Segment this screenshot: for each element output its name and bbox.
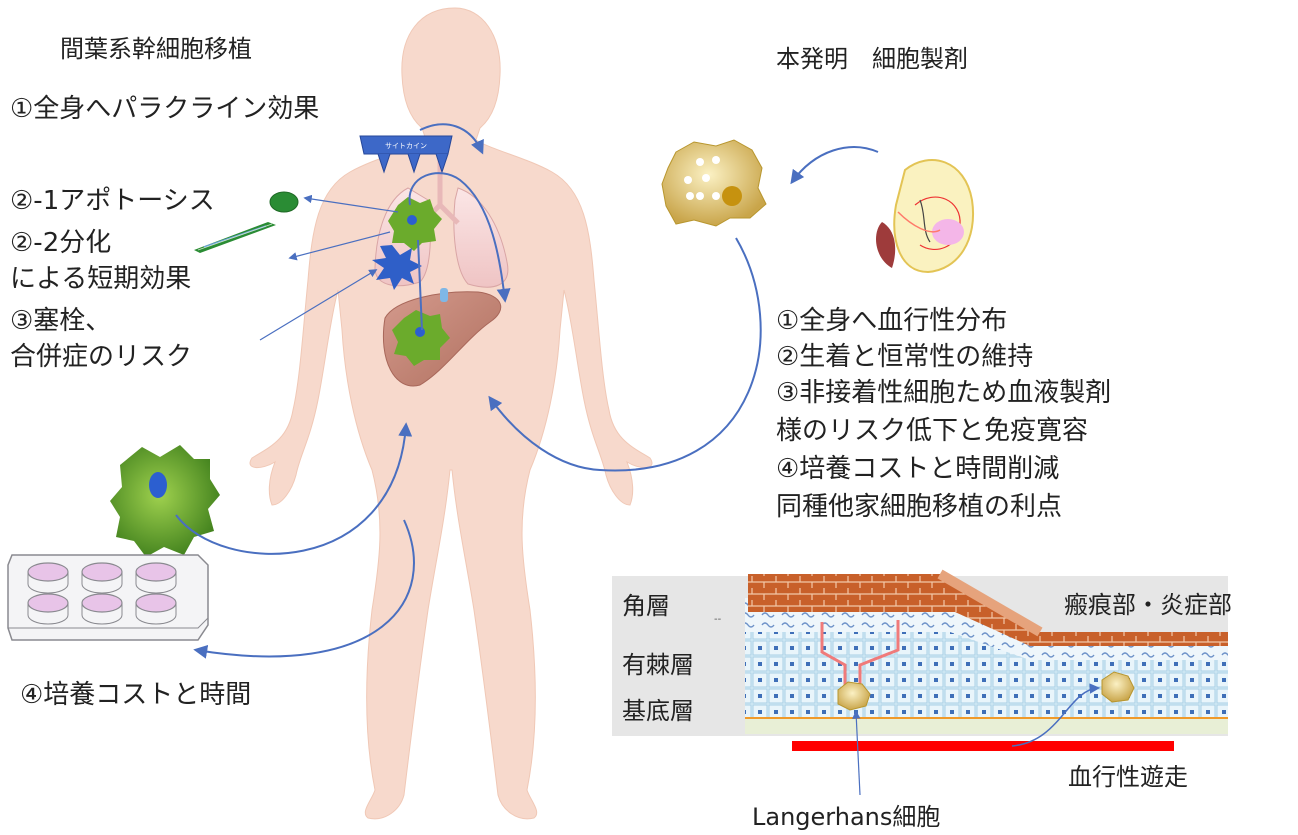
right-item-5: ④培養コストと時間削減 <box>776 452 1059 486</box>
basal-band <box>745 718 1228 734</box>
human-body-figure <box>250 8 652 819</box>
left-item-paracrine: ①全身へパラクライン効果 <box>10 92 319 126</box>
right-item-3: ③非接着性細胞ため血液製剤 <box>776 376 1111 410</box>
differentiated-cell <box>194 222 276 253</box>
right-title: 本発明 細胞製剤 <box>776 42 968 76</box>
gallbladder <box>440 288 448 302</box>
culture-plate <box>8 555 208 640</box>
migration-label: 血行性遊走 <box>1068 760 1188 794</box>
dash-marks: -- <box>714 614 721 626</box>
left-item-complication: 合併症のリスク <box>10 340 192 374</box>
right-item-1: ①全身へ血行性分布 <box>776 304 1007 338</box>
left-item-short-term: による短期効果 <box>10 262 191 296</box>
right-item-4: 様のリスク低下と免疫寛容 <box>776 414 1088 448</box>
scar-label: 瘢痕部・炎症部 <box>1064 588 1232 622</box>
left-title: 間葉系幹細胞移植 <box>60 32 252 66</box>
cytokine-label: サイトカイン <box>385 142 427 150</box>
product-cell <box>662 140 766 226</box>
left-item-apoptosis: ②-1アポトーシス <box>10 184 215 218</box>
langerhans-label: Langerhans細胞 <box>752 800 940 834</box>
layer-label-spinous: 有棘層 <box>622 648 694 682</box>
left-item-embolism: ③塞栓、 <box>10 304 111 338</box>
fetus-placenta-illustration <box>876 160 973 272</box>
left-culture-note: ④培養コストと時間 <box>20 678 251 712</box>
body-silhouette <box>250 8 652 819</box>
large-msc-cell <box>110 445 220 557</box>
left-item-differentiation: ②-2分化 <box>10 226 111 260</box>
layer-label-corneum: 角層 <box>622 589 670 623</box>
layer-label-basal: 基底層 <box>622 694 694 728</box>
right-item-2: ②生着と恒常性の維持 <box>776 340 1033 374</box>
right-item-6: 同種他家細胞移植の利点 <box>776 490 1062 524</box>
source-to-product-arrow <box>792 147 878 182</box>
blood-vessel <box>792 741 1174 751</box>
apoptotic-cell <box>270 192 298 212</box>
